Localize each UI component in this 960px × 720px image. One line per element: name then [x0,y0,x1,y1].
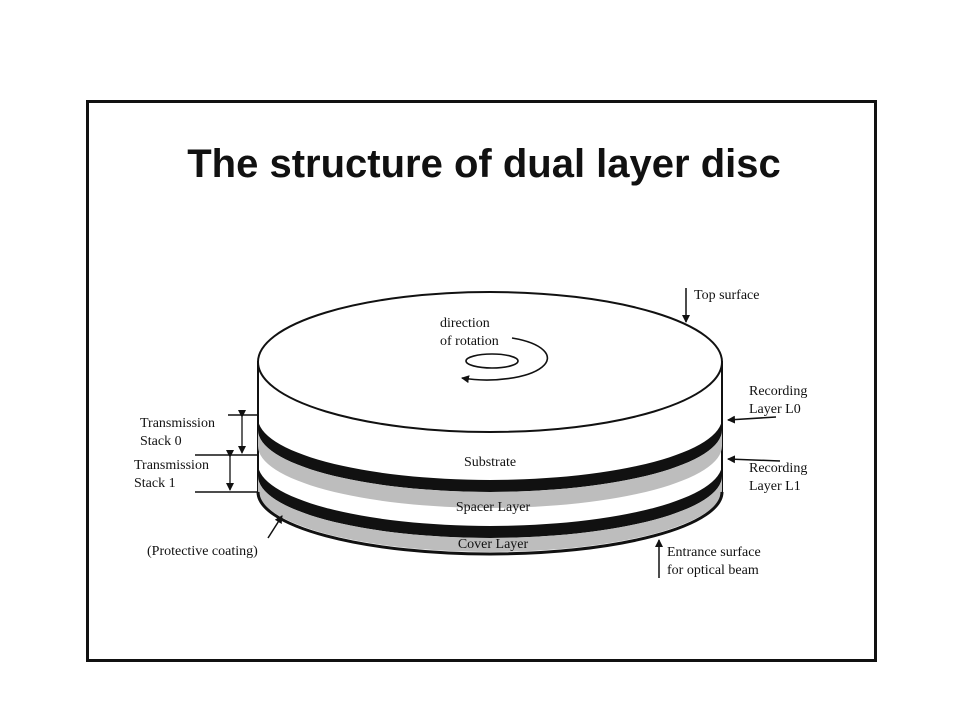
slide-title: The structure of dual layer disc [187,142,781,186]
protective-leader [267,515,283,539]
disc-bottom-edge [256,491,724,556]
recording-l0-label-line2: Layer L0 [749,402,801,417]
spacer-gray-band [258,476,722,552]
rotation-label-line2: of rotation [440,334,499,349]
entrance-label-line2: for optical beam [667,563,759,578]
rotation-label-line1: direction [440,316,490,331]
recording-layer-l1-band [258,464,722,538]
rotation-arrow [461,337,549,384]
transmission1-label-line1: Transmission [134,458,209,473]
protective-coating-label: (Protective coating) [147,544,258,559]
top-surface-label: Top surface [694,288,760,303]
disc-center-hole [465,353,519,369]
transmission0-label-line1: Transmission [140,416,215,431]
cover-layer-label: Cover Layer [458,537,529,552]
substrate-gray-band [258,430,722,508]
transmission1-label-line2: Stack 1 [134,476,176,491]
substrate-label: Substrate [464,455,516,470]
recording-l0-label-line1: Recording [749,384,807,399]
recording-l1-label-line2: Layer L1 [749,479,801,494]
transmission0-label-line2: Stack 0 [140,434,182,449]
entrance-label-line1: Entrance surface [667,545,761,560]
recording-l1-leader [727,455,781,464]
recording-l0-leader [727,415,777,424]
spacer-layer-label: Spacer Layer [456,500,531,515]
recording-layer-l0-band [258,418,722,492]
recording-l1-label-line1: Recording [749,461,807,476]
